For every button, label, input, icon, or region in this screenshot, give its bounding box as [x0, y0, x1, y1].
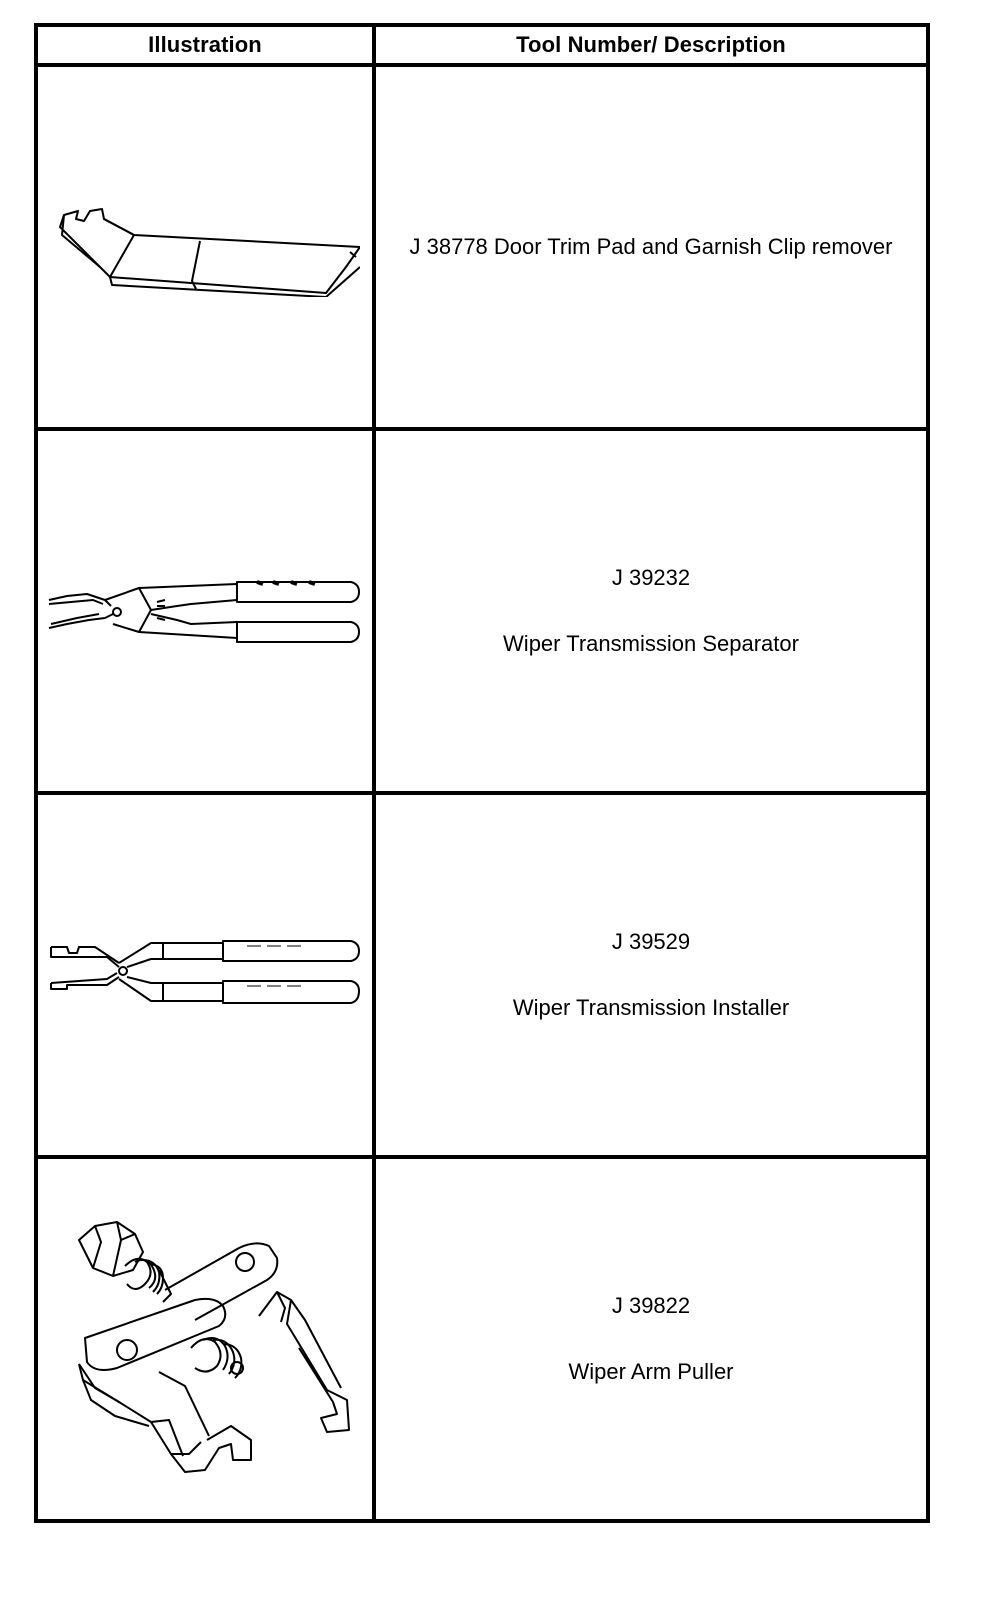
header-row: Illustration Tool Number/ Description	[34, 23, 930, 67]
table-row: J 38778 Door Trim Pad and Garnish Clip r…	[34, 63, 930, 431]
table-row: J 39529 Wiper Transmission Installer	[34, 791, 930, 1159]
tool-number: J 39232	[611, 565, 691, 590]
illustration-cell	[34, 791, 376, 1159]
description-cell: J 39822 Wiper Arm Puller	[372, 1155, 930, 1523]
installer-pliers-icon	[50, 940, 360, 1004]
wiper-arm-puller-icon	[78, 1221, 350, 1473]
table-row: J 39822 Wiper Arm Puller	[34, 1155, 930, 1523]
separator-pliers-icon	[48, 580, 360, 643]
tool-description: Wiper Transmission Installer	[512, 995, 790, 1020]
description-cell: J 39529 Wiper Transmission Installer	[372, 791, 930, 1159]
description-cell: J 39232 Wiper Transmission Separator	[372, 427, 930, 795]
description-header: Tool Number/ Description	[372, 23, 930, 67]
trim-pad-clip-remover-icon	[59, 208, 360, 297]
table-row: J 39232 Wiper Transmission Separator	[34, 427, 930, 795]
illustration-header: Illustration	[34, 23, 376, 67]
tool-description: Wiper Arm Puller	[568, 1359, 734, 1384]
tool-description: Wiper Transmission Separator	[503, 631, 799, 656]
tools-table: Illustration Tool Number/ Description J …	[34, 23, 930, 1523]
illustration-cell	[34, 1155, 376, 1523]
tool-description: J 38778 Door Trim Pad and Garnish Clip r…	[409, 234, 893, 259]
illustration-cell	[34, 427, 376, 795]
tool-number: J 39529	[611, 929, 691, 954]
description-cell: J 38778 Door Trim Pad and Garnish Clip r…	[372, 63, 930, 431]
illustration-cell	[34, 63, 376, 431]
tool-number: J 39822	[611, 1293, 691, 1318]
